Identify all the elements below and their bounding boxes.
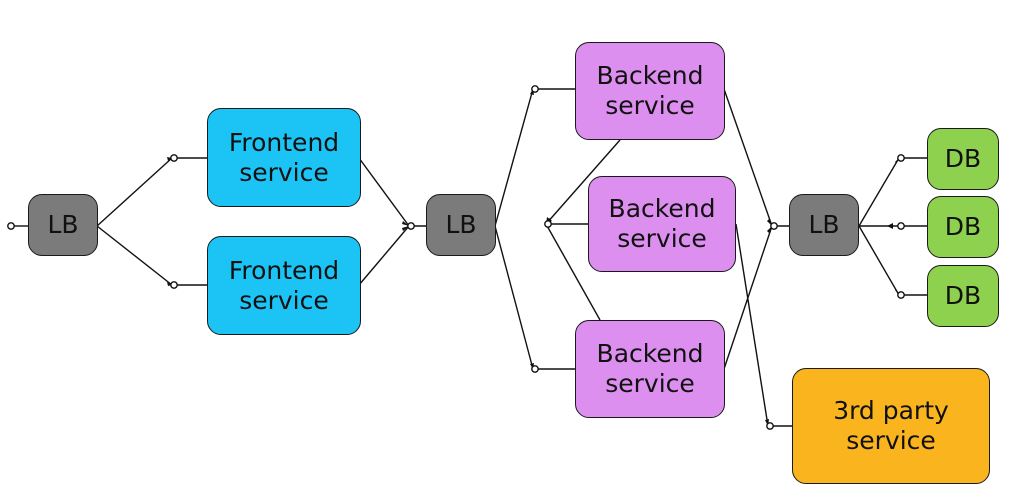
lb-middle-node: LB	[426, 194, 496, 256]
edge-frontend-bottom-lb	[358, 225, 410, 286]
frontend-service-bottom-node: Frontend service	[207, 236, 361, 335]
edge-backend-bottom-to-middle	[545, 223, 601, 321]
backend-service-top-node: Backend service	[575, 42, 725, 140]
port	[170, 281, 178, 289]
db-top-node: DB	[927, 128, 999, 190]
port	[766, 422, 774, 430]
port	[897, 222, 905, 230]
edge-backend-top-db-lb	[723, 88, 773, 227]
port	[531, 365, 539, 373]
lb-entry-node: LB	[28, 194, 98, 256]
frontend-service-top-node: Frontend service	[207, 108, 361, 207]
edge-lb-db-top	[858, 157, 900, 227]
arrowhead	[402, 226, 409, 231]
edge-frontend-top-lb	[358, 157, 410, 227]
edge-lb-backend-top	[494, 88, 534, 227]
edge-lb-frontend-top	[96, 157, 173, 227]
backend-service-bottom-node: Backend service	[575, 320, 725, 418]
port	[170, 154, 178, 162]
port	[897, 291, 905, 299]
port	[531, 85, 539, 93]
port	[544, 220, 552, 228]
lb-db-node: LB	[789, 194, 859, 256]
edge-backend-top-to-middle	[545, 139, 621, 225]
arrowhead	[402, 221, 409, 226]
port	[897, 154, 905, 162]
backend-service-middle-node: Backend service	[588, 176, 736, 272]
third-party-service-node: 3rd party service	[792, 368, 990, 484]
db-bottom-node: DB	[927, 265, 999, 327]
edge-lb-db-bottom	[858, 225, 900, 296]
edge-lb-frontend-bottom	[96, 225, 173, 286]
edge-lb-backend-bottom	[494, 225, 534, 370]
port	[7, 222, 15, 230]
arrowhead	[887, 223, 893, 229]
port	[407, 222, 415, 230]
db-middle-node: DB	[927, 196, 999, 258]
port	[770, 222, 778, 230]
edge-backend-third-party	[735, 223, 769, 427]
